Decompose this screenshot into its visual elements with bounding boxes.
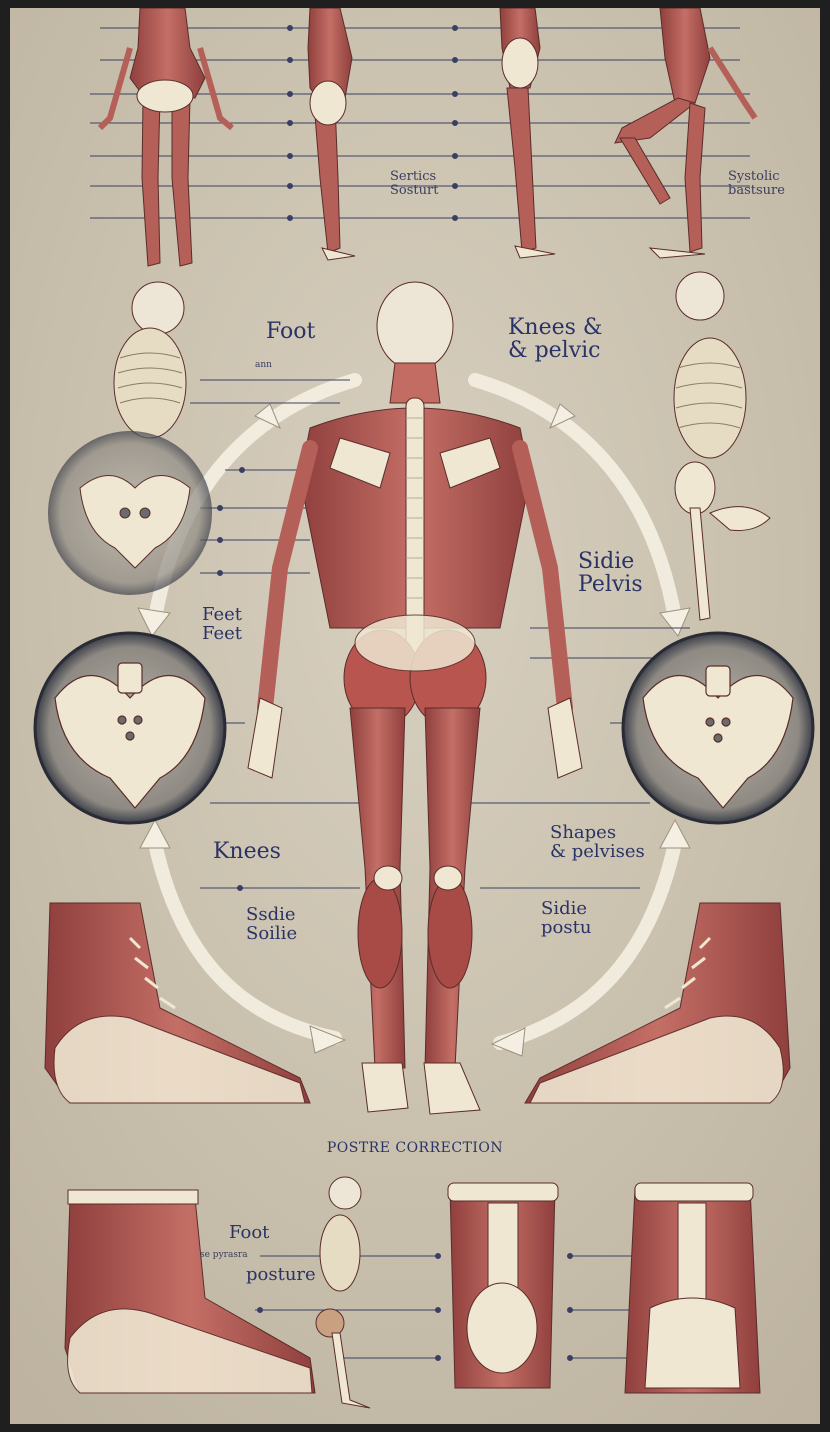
label-shapes-pelvis-right: Shapes & pelvises: [550, 824, 645, 862]
label-foot-top-left: Foot: [266, 320, 315, 343]
label-top-center: Sertics Sosturt: [390, 170, 438, 197]
label-bottom-foot: Foot: [229, 1224, 269, 1243]
label-top-right: Systolic bastsure: [728, 170, 785, 197]
poster: Sertics Sosturt Systolic bastsure Foot a…: [10, 8, 820, 1424]
bottom-foot-front: [625, 1183, 760, 1393]
label-knees-left: Knees: [213, 840, 281, 863]
label-bottom-small: se pyrasra: [200, 1251, 248, 1260]
poster-title: POSTRE CORRECTION: [10, 1140, 820, 1156]
label-side-posture-right: Sidie postu: [541, 900, 591, 938]
label-knees-pelvis-top-right: Knees & & pelvic: [508, 316, 603, 362]
label-side-pelvis-right: Sidie Pelvis: [578, 550, 643, 596]
bottom-foot-back: [448, 1183, 558, 1388]
label-bottom-posture: posture: [246, 1266, 316, 1285]
label-feet-left: Feet Feet: [202, 606, 242, 644]
label-foot-top-left-small: ann: [255, 361, 272, 370]
label-side-left: Ssdie Soilie: [246, 906, 297, 944]
